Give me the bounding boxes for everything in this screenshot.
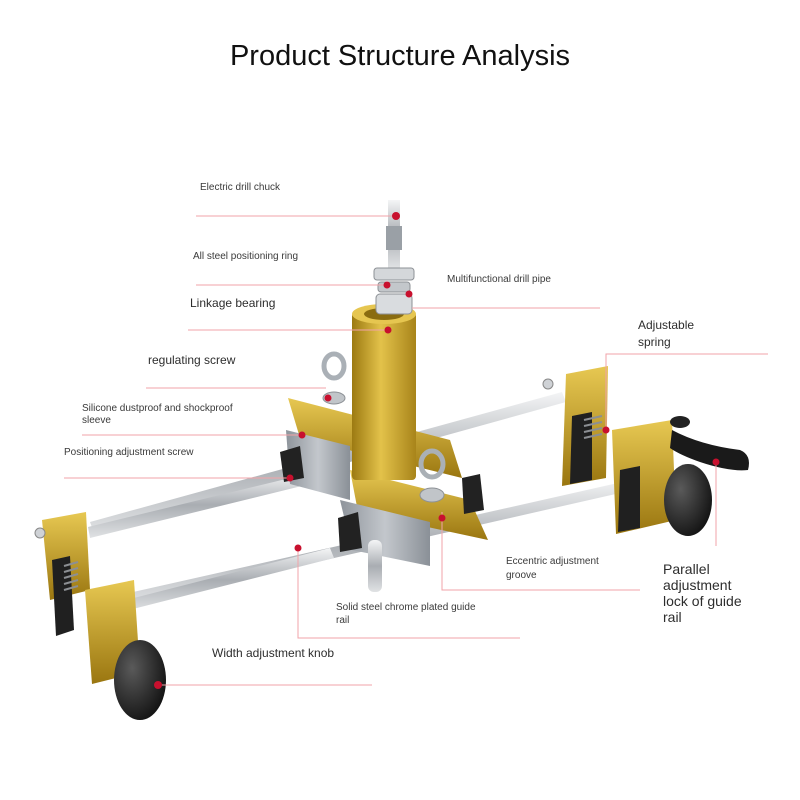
- leader-guide-rail: [297, 548, 520, 639]
- eye-bolts: [321, 351, 446, 480]
- left-spring: [63, 561, 79, 591]
- leader-eccentric-groove: [441, 512, 640, 591]
- dot-positioning-ring: [383, 281, 391, 289]
- drill-pipe-assembly: [373, 200, 415, 315]
- eye-bolt-right: [418, 448, 446, 480]
- dot-linkage-bearing: [384, 326, 392, 334]
- label-eccentric-groove-line2: groove: [506, 570, 537, 581]
- leader-adjustable-spring: [605, 353, 768, 428]
- label-eccentric-groove-line1: Eccentric adjustment: [506, 556, 599, 567]
- label-electric-drill-chuck: Electric drill chuck: [200, 182, 281, 193]
- label-width-adjustment-knob: Width adjustment knob: [212, 646, 335, 660]
- label-guide-rail-line2: rail: [336, 615, 350, 626]
- dot-eccentric-groove: [438, 514, 446, 522]
- label-parallel-lock-line1: Parallel: [663, 561, 710, 577]
- dot-adjustable-spring: [602, 426, 610, 434]
- dot-guide-rail: [294, 544, 302, 552]
- right-knob: [664, 464, 712, 536]
- label-linkage-bearing: Linkage bearing: [190, 296, 276, 310]
- dot-silicone-sleeve: [298, 431, 306, 439]
- label-adjustable-spring-line2: spring: [638, 335, 671, 349]
- left-knob: [114, 640, 166, 720]
- page-title: Product Structure Analysis: [229, 40, 571, 72]
- dot-width-knob: [154, 681, 162, 689]
- label-silicone-sleeve-line2: sleeve: [82, 415, 111, 426]
- label-positioning-adjustment-screw: Positioning adjustment screw: [64, 447, 194, 458]
- label-silicone-sleeve-line1: Silicone dustproof and shockproof: [82, 403, 233, 414]
- pointer-dots: [154, 212, 720, 689]
- right-spring: [583, 415, 603, 439]
- dot-positioning-screw: [286, 474, 294, 482]
- leader-lines: [64, 215, 768, 686]
- guide-rail-lower: [118, 548, 334, 612]
- parallel-lock-lever: [670, 416, 749, 471]
- label-regulating-screw: regulating screw: [148, 353, 236, 367]
- label-adjustable-spring-line1: Adjustable: [638, 318, 695, 332]
- dot-electric-drill-chuck: [392, 212, 400, 220]
- dot-multifunctional-pipe: [405, 290, 413, 298]
- guide-rail-middle: [88, 472, 318, 538]
- eye-bolt-left: [321, 351, 347, 381]
- label-guide-rail-line1: Solid steel chrome plated guide: [336, 602, 476, 613]
- dot-regulating-screw: [324, 394, 332, 402]
- right-end-blocks: [542, 366, 676, 534]
- label-multifunctional-drill-pipe: Multifunctional drill pipe: [447, 274, 551, 285]
- center-body: [280, 398, 488, 592]
- label-all-steel-positioning-ring: All steel positioning ring: [193, 251, 299, 262]
- dot-parallel-lock: [712, 458, 720, 466]
- label-parallel-lock-line3: lock of guide: [663, 593, 742, 609]
- label-parallel-lock-line2: adjustment: [663, 577, 732, 593]
- label-parallel-lock-line4: rail: [663, 609, 682, 625]
